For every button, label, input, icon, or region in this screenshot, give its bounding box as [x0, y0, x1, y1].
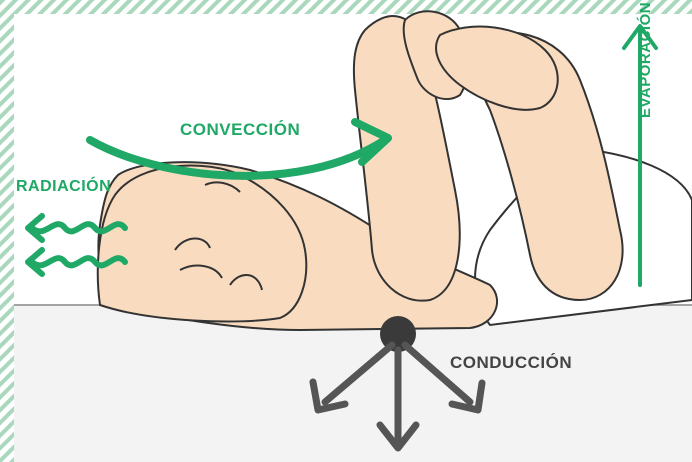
conduction-label: CONDUCCIÓN [450, 353, 572, 373]
convection-label: CONVECCIÓN [180, 120, 300, 140]
radiation-label: RADIACIÓN [16, 178, 111, 196]
evaporation-label: EVAPORACIÓN [637, 2, 654, 118]
